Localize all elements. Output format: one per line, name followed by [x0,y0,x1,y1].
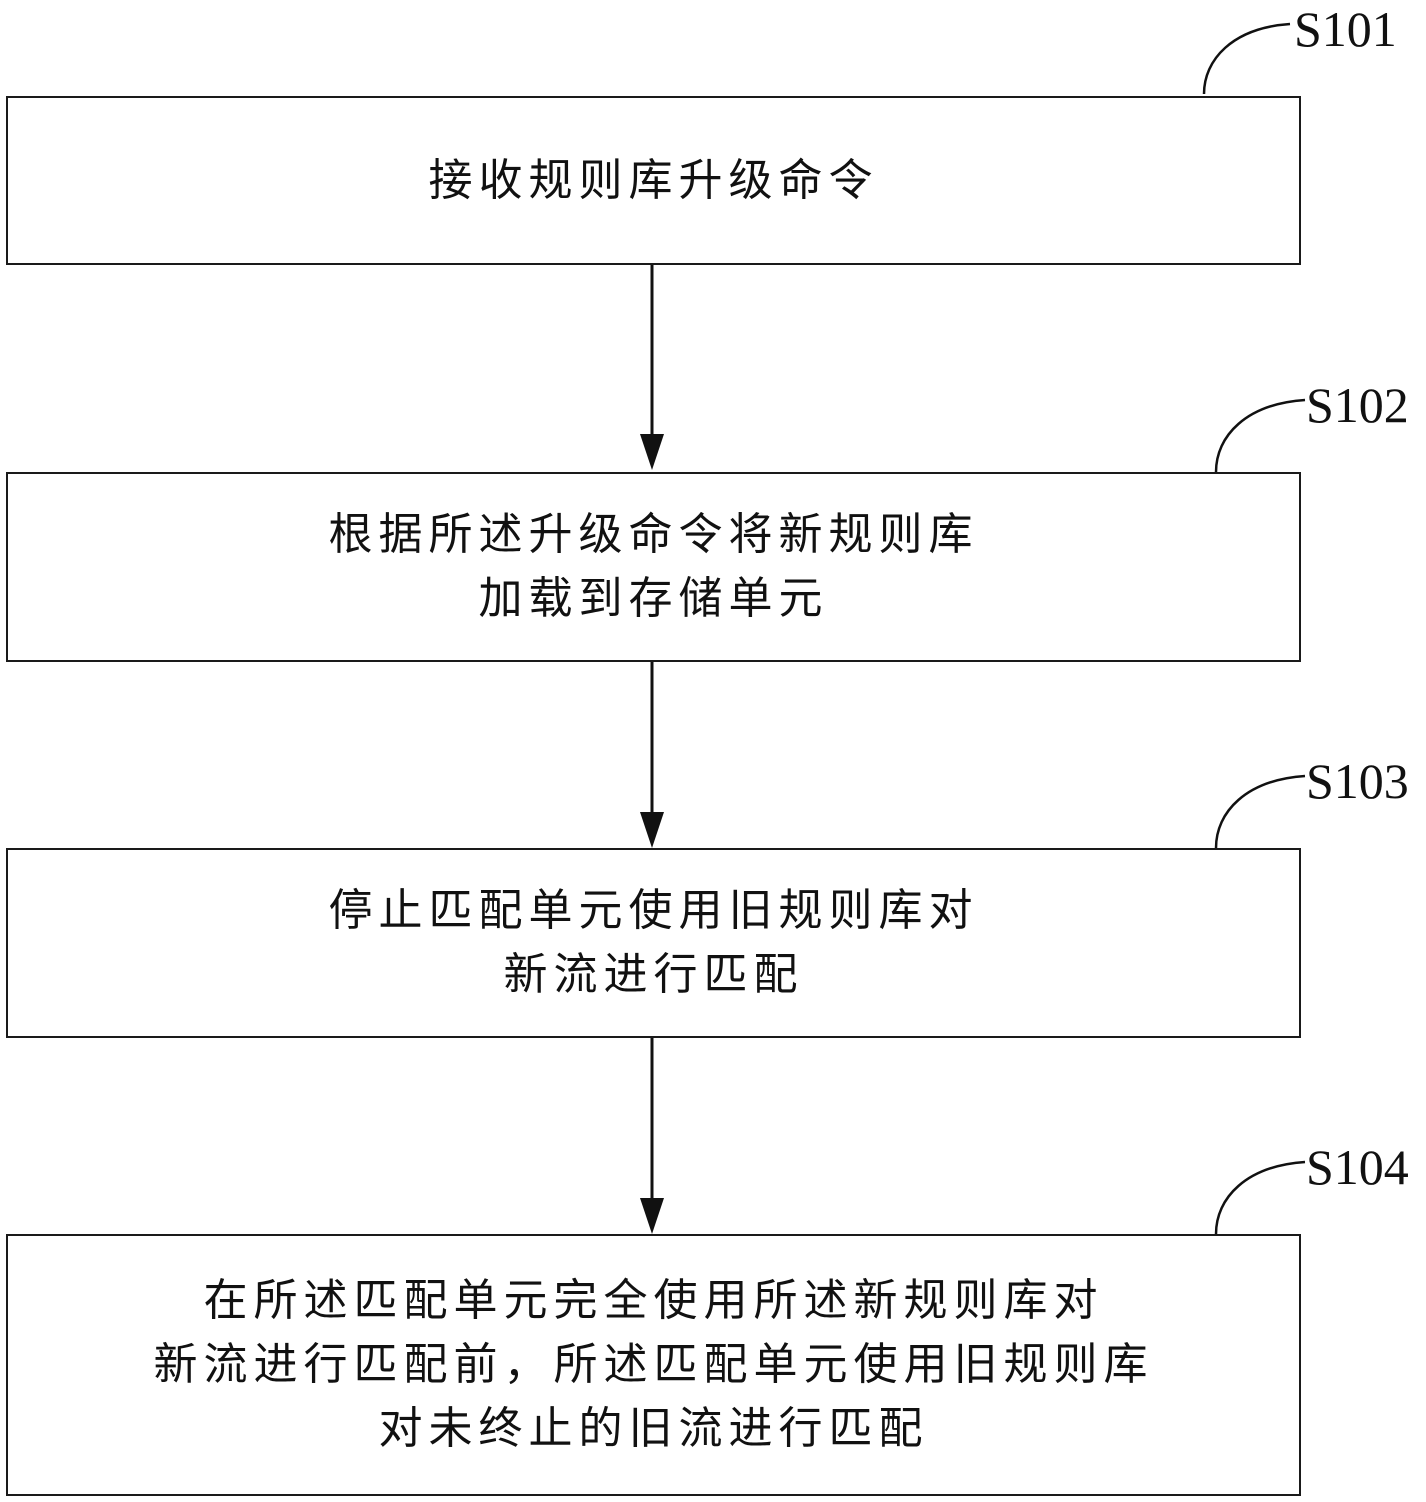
arrowhead-s104 [640,1198,664,1234]
step-box-s104: 在所述匹配单元完全使用所述新规则库对 新流进行匹配前，所述匹配单元使用旧规则库 … [6,1234,1301,1496]
step-text-s102: 根据所述升级命令将新规则库 加载到存储单元 [329,503,979,631]
step-line: 新流进行匹配 [329,943,979,1007]
arrowhead-s102 [640,434,664,470]
step-box-s103: 停止匹配单元使用旧规则库对 新流进行匹配 [6,848,1301,1038]
step-text-s103: 停止匹配单元使用旧规则库对 新流进行匹配 [329,879,979,1007]
step-line: 加载到存储单元 [329,567,979,631]
step-id-s104: S104 [1306,1142,1409,1192]
step-box-s101: 接收规则库升级命令 [6,96,1301,265]
step-id-s101: S101 [1294,4,1397,54]
step-line: 接收规则库升级命令 [429,149,879,213]
step-line: 在所述匹配单元完全使用所述新规则库对 [154,1269,1154,1333]
step-box-s102: 根据所述升级命令将新规则库 加载到存储单元 [6,472,1301,662]
step-line: 新流进行匹配前，所述匹配单元使用旧规则库 [154,1333,1154,1397]
callout-curve-s103 [1216,776,1305,848]
step-line: 停止匹配单元使用旧规则库对 [329,879,979,943]
callout-curve-s101 [1204,24,1290,94]
step-text-s104: 在所述匹配单元完全使用所述新规则库对 新流进行匹配前，所述匹配单元使用旧规则库 … [154,1269,1154,1461]
arrowhead-s103 [640,812,664,848]
step-id-s103: S103 [1306,756,1409,806]
step-text-s101: 接收规则库升级命令 [429,149,879,213]
step-line: 根据所述升级命令将新规则库 [329,503,979,567]
callout-curve-s102 [1216,400,1305,472]
step-line: 对未终止的旧流进行匹配 [154,1397,1154,1461]
callout-curve-s104 [1216,1162,1305,1234]
step-id-s102: S102 [1306,380,1409,430]
